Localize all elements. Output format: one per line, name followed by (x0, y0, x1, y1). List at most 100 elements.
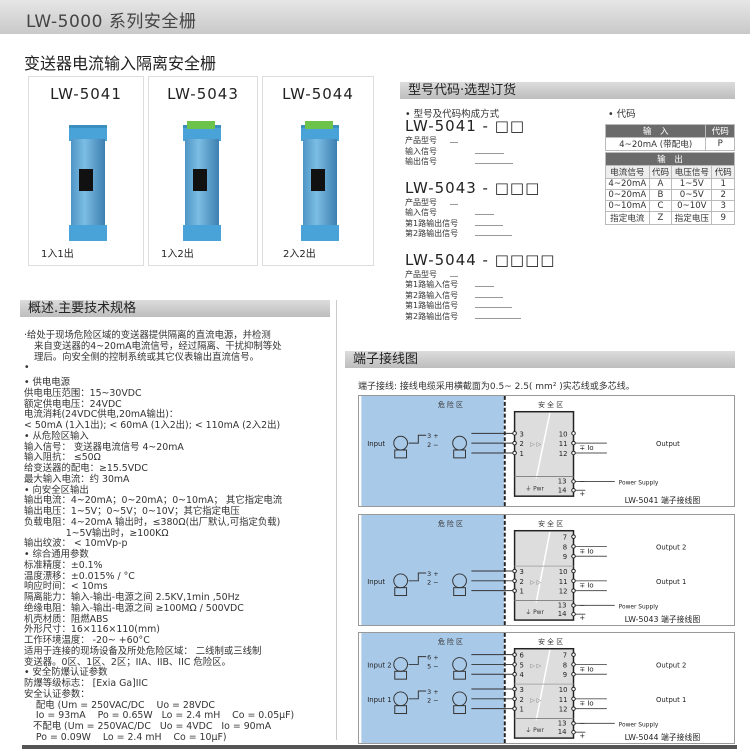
wiring-section-title: 端子接线图 (345, 351, 735, 368)
svg-text:+: + (579, 614, 585, 622)
model-code: LW-5044 - □□□□ (405, 250, 556, 269)
spec-line: 电流消耗(24VDC供电,20mA输出)： (24, 409, 179, 421)
transmitter-terminal: 2 − (427, 579, 438, 587)
power-supply-label: Power Supply (619, 722, 659, 728)
svg-text:−: − (579, 719, 585, 727)
svg-text:▷ ▷: ▷ ▷ (530, 663, 541, 669)
spec-line: 温度漂移：±0.015% / °C (24, 570, 135, 582)
terminal-number: 2 (519, 696, 523, 704)
pwr-label: ⏚ Pwr (525, 727, 544, 734)
hazard-area (361, 396, 504, 506)
product-model: LW-5043 (167, 85, 239, 103)
spec-line: 机壳材质：阻燃ABS (24, 613, 109, 625)
code-part-label: 第2路输出信号 (405, 229, 459, 239)
module-image (297, 117, 341, 257)
spec-line: 工作环境温度： -20~ +60°C (24, 635, 150, 646)
table-cell: 3 (711, 200, 735, 212)
terminal-number: 2 (519, 440, 523, 448)
diagram-caption: LW-5044 端子接线图 (625, 732, 701, 742)
spec-line: 额定供电电压：24VDC (24, 398, 122, 410)
isolator-module (513, 529, 575, 621)
safe-label: 安 全 区 (538, 400, 563, 409)
table-header: 代码 (705, 124, 735, 138)
spec-line: 防爆等级标志： [Exia Ga]IIC (24, 678, 148, 689)
transmitter-icon (452, 435, 467, 459)
spec-heading: • 从危险区输入 (24, 430, 89, 442)
terminal-number: 3 (519, 568, 523, 576)
terminal-number: 3 (519, 686, 523, 694)
spec-heading: • 安全防爆认证参数 (24, 667, 108, 679)
table-header: 输 出 (605, 152, 735, 166)
transmitter-terminal: 3 + (427, 688, 438, 696)
product-card-lw5044: LW-5044 2入2出 (262, 76, 374, 266)
wiring-diagram-lw5041: 危 险 区安 全 区⏚ Pwr13−14+Power SupplyLW-5041… (358, 395, 735, 507)
code-label: • 代码 (608, 109, 636, 120)
spec-line: 给变送器的配电：≥15.5VDC (24, 463, 148, 474)
code-part-label: 第1路输出信号 (405, 218, 459, 229)
terminal-number: 13 (558, 477, 567, 485)
model-code: LW-5043 - □□□ (405, 178, 541, 197)
code-part-label: 第2路输出信号 (405, 311, 459, 322)
terminal-number: 12 (559, 588, 568, 596)
output-label: Output 1 (656, 696, 686, 704)
terminal-number: 2 (519, 578, 523, 586)
wiring-note: 端子接线: 接线电缆采用横截面为0.5~ 2.5( mm² )实芯线或多芯线。 (358, 382, 635, 392)
table-header: 输 入 (604, 124, 707, 138)
terminal-number: 14 (558, 610, 567, 618)
wiring-diagram-lw5044: 危 险 区安 全 区⏚ Pwr13−14+Power SupplyLW-5044… (358, 632, 735, 744)
spec-heading: • 综合通用参数 (24, 549, 89, 560)
table-cell: 1~5V (671, 178, 713, 190)
svg-text:+: + (579, 732, 585, 740)
svg-text:▷ ▷: ▷ ▷ (530, 698, 541, 704)
svg-text:−: − (579, 477, 585, 485)
terminal-number: 10 (559, 430, 568, 438)
isolator-module (513, 647, 575, 739)
spec-line: 外形尺寸：16×116×110(mm) (24, 624, 160, 636)
terminal-number: 12 (559, 706, 568, 714)
pwr-label: ⏚ Pwr (525, 609, 544, 616)
spec-line: Po = 0.09W Lo = 2.4 mH Co = 10μF) (24, 731, 227, 743)
terminal-number: 8 (563, 543, 567, 551)
spec-line: 适用于连接的现场设备及所处危险区域： 二线制或三线制 (24, 645, 262, 657)
spec-line: 供电电压范围：15~30VDC (24, 387, 142, 399)
model-code-block: LW-5044 - □□□□产品型号第1路输入信号第2路输入信号第1路输出信号第… (405, 250, 595, 325)
module-image (179, 117, 223, 257)
terminal-number: 14 (558, 728, 567, 736)
terminal-number: 10 (559, 686, 568, 694)
spec-line: 输出纹波： < 10mVp-p (24, 538, 128, 550)
spec-heading: • 供电电源 (24, 377, 71, 388)
terminal-number: 1 (519, 588, 523, 596)
transmitter-terminal: 3 + (427, 432, 438, 440)
input-code-table: 输 入代码 4~20mA (带配电)P (604, 124, 735, 151)
subtitle: 变送器电流输入隔离安全栅 (24, 54, 217, 73)
table-cell: 2 (711, 189, 735, 201)
code-part-label: 输出信号 (405, 157, 437, 167)
isolator-module (513, 410, 575, 497)
table-cell: B (648, 189, 673, 201)
table-cell: C (648, 200, 673, 212)
transmitter-icon (393, 435, 409, 459)
table-cell: 0~5V (671, 189, 713, 201)
spec-line: 响应时间：< 10ms (24, 581, 108, 593)
table-cell: 指定电流 (605, 211, 650, 225)
transmitter-terminal: 2 − (427, 441, 438, 449)
svg-text:▷ ▷: ▷ ▷ (530, 442, 541, 448)
terminal-number: 7 (563, 534, 567, 542)
terminal-number: 9 (563, 553, 567, 561)
terminal-number: 10 (559, 568, 568, 576)
spec-heading: • 向安全区输出 (24, 484, 89, 496)
intro-line: • (24, 362, 30, 374)
header-bar: LW-5000 系列安全栅 (0, 0, 750, 34)
terminal-number: 11 (559, 696, 568, 704)
safe-label: 安 全 区 (538, 637, 563, 646)
hazard-label: 危 险 区 (438, 400, 463, 409)
terminal-number: 6 (519, 652, 523, 660)
table-cell: P (705, 137, 735, 151)
terminal-number: 8 (563, 661, 567, 669)
spec-line: 标准精度：±0.1% (24, 559, 103, 571)
input-label: Input (367, 440, 385, 448)
io-label: ∓ Io (579, 547, 593, 555)
terminal-number: 9 (563, 671, 567, 679)
product-io: 1入2出 (161, 249, 194, 260)
